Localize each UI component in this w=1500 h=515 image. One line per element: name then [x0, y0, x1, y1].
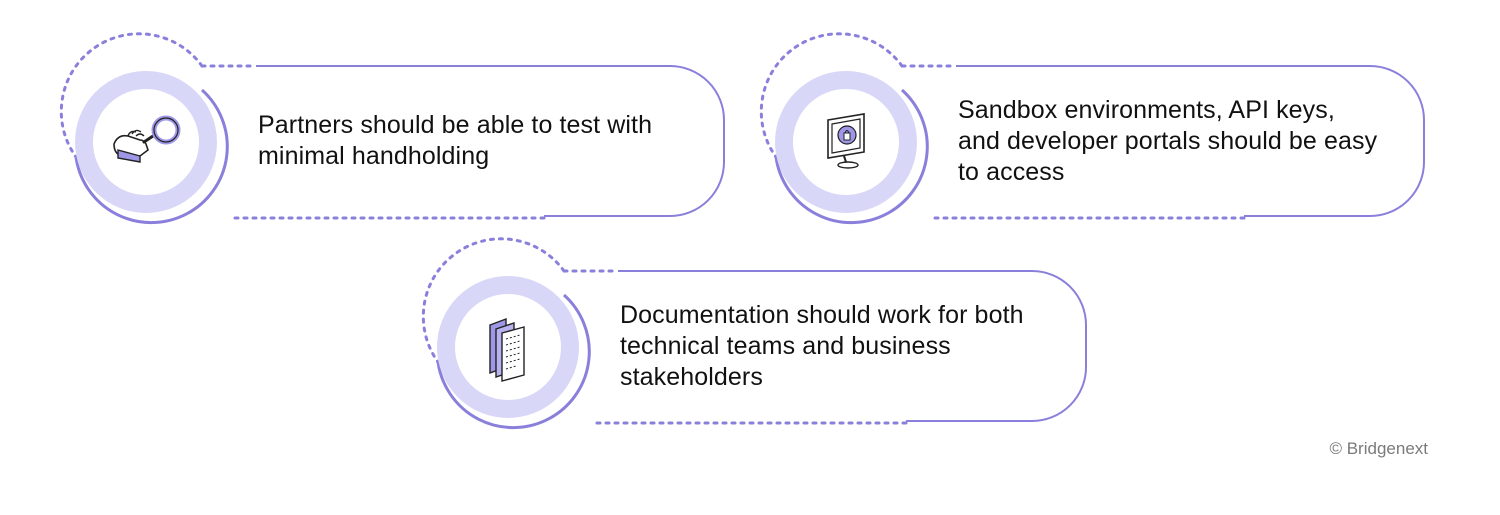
card-text-documentation: Documentation should work for both techn…: [620, 300, 1024, 391]
documents-icon: [456, 295, 560, 399]
card-documentation: Documentation should work for both techn…: [421, 237, 1090, 430]
card-frame: [759, 32, 1425, 225]
copyright-notice: © Bridgenext: [1329, 439, 1428, 458]
card-text-partners: Partners should be able to test with min…: [258, 111, 653, 170]
card-partners-testing: Partners should be able to test with min…: [59, 32, 728, 225]
card-frame: [59, 32, 725, 225]
card-frame: [421, 237, 1087, 430]
card-text-sandbox: Sandbox environments, API keys, and deve…: [958, 95, 1378, 186]
card-sandbox-access: Sandbox environments, API keys, and deve…: [759, 32, 1428, 225]
monitor-lock-icon: [794, 90, 898, 194]
magnifier-hand-icon: [94, 90, 198, 194]
